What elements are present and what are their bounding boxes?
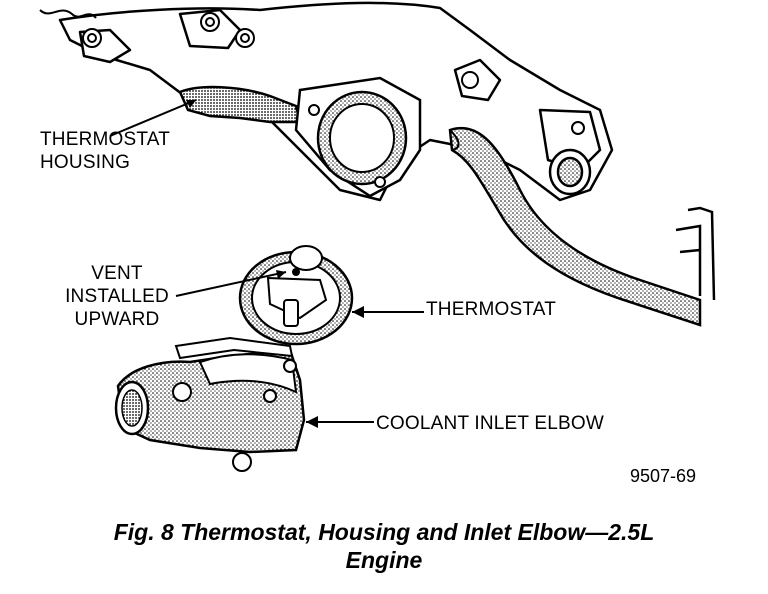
caption-line2: Engine	[345, 547, 423, 573]
thermostat-label: THERMOSTAT	[426, 299, 557, 320]
vent-label-line1: VENT	[91, 263, 143, 284]
leader-arrowheads	[186, 100, 364, 428]
vent-label-line2: INSTALLED	[65, 286, 169, 307]
thermostat-housing-shape	[178, 85, 302, 124]
vent-label-line3: UPWARD	[74, 309, 160, 330]
thermostat-housing-label-line2: HOUSING	[40, 152, 131, 173]
thermostat-housing-label-line1: THERMOSTAT	[40, 129, 171, 150]
heater-pipe	[448, 126, 702, 327]
wire	[39, 9, 97, 19]
vent-installed-upward-label: VENT INSTALLED UPWARD	[58, 262, 176, 331]
thermostat-housing-label: THERMOSTAT HOUSING	[40, 128, 170, 174]
housing-flange	[294, 76, 422, 198]
figure-number: 9507-69	[630, 466, 697, 486]
coolant-inlet-elbow-label: COOLANT INLET ELBOW	[376, 413, 604, 434]
coolant-inlet-elbow	[114, 336, 306, 472]
engine-block-edge	[675, 206, 716, 301]
caption-line1: Fig. 8 Thermostat, Housing and Inlet Elb…	[113, 519, 655, 545]
manifold-bolts	[82, 12, 585, 135]
figure-caption: Fig. 8 Thermostat, Housing and Inlet Elb…	[0, 518, 768, 574]
thermostat-part	[238, 245, 354, 346]
outlet-port	[548, 148, 592, 196]
